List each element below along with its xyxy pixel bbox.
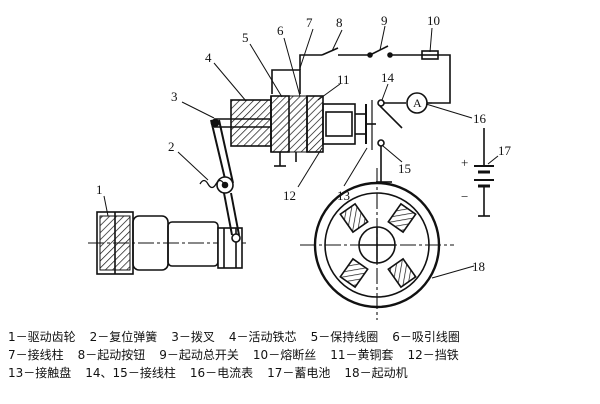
solenoid: [230, 95, 356, 167]
callout-15: 15: [398, 161, 411, 176]
callout-14: 14: [381, 70, 394, 85]
legend-item: 18－起动机: [344, 365, 408, 380]
battery-minus-sign: −: [461, 189, 469, 204]
legend-item: 14、15－接线柱: [85, 365, 176, 380]
legend-item: 10－熔断丝: [252, 347, 317, 362]
callout-8: 8: [336, 15, 343, 30]
legend-item: 9－起动总开关: [159, 347, 239, 362]
battery: [474, 128, 494, 217]
callout-10: 10: [427, 13, 440, 28]
shift-fork: [210, 119, 241, 243]
callout-16: 16: [473, 111, 486, 126]
legend-item: 17－蓄电池: [267, 365, 331, 380]
legend-item: 8－起动按钮: [77, 347, 146, 362]
legend-item: 3－拨叉: [171, 329, 215, 344]
control-wiring: [299, 45, 451, 104]
legend-item: 2－复位弹簧: [89, 329, 158, 344]
legend-item: 11－黄铜套: [330, 347, 394, 362]
callout-4: 4: [205, 50, 212, 65]
callout-6: 6: [277, 23, 284, 38]
legend-item: 7－接线柱: [8, 347, 64, 362]
legend-row: 7－接线柱 8－起动按钮 9－起动总开关 10－熔断丝 11－黄铜套 12－挡铁: [8, 345, 598, 363]
legend-row: 13－接触盘 14、15－接线柱 16－电流表 17－蓄电池 18－起动机: [8, 363, 598, 381]
legend-row: 1－驱动齿轮 2－复位弹簧 3－拨叉 4－活动铁芯 5－保持线圈 6－吸引线圈: [8, 327, 598, 345]
parts-legend: 1－驱动齿轮 2－复位弹簧 3－拨叉 4－活动铁芯 5－保持线圈 6－吸引线圈 …: [8, 327, 598, 381]
leader-lines: [103, 25, 499, 279]
callout-17: 17: [498, 143, 511, 158]
legend-item: 16－电流表: [189, 365, 254, 380]
legend-item: 5－保持线圈: [310, 329, 379, 344]
legend-item: 12－挡铁: [407, 347, 459, 362]
callout-1: 1: [96, 182, 103, 197]
return-spring: [199, 179, 225, 189]
callout-3: 3: [171, 89, 178, 104]
callout-7: 7: [306, 15, 313, 30]
legend-item: 6－吸引线圈: [392, 329, 460, 344]
callout-12: 12: [283, 188, 296, 203]
battery-plus-sign: +: [461, 155, 469, 170]
callout-18: 18: [472, 259, 485, 274]
callout-11: 11: [337, 72, 350, 87]
legend-item: 1－驱动齿轮: [8, 329, 76, 344]
contact-disc-assembly: [355, 100, 376, 150]
starter-circuit-diagram: [88, 25, 499, 320]
callout-2: 2: [168, 139, 175, 154]
starter-motor: [300, 168, 454, 320]
callout-13: 13: [337, 188, 350, 203]
legend-item: 4－活动铁芯: [228, 329, 297, 344]
legend-item: 13－接触盘: [8, 365, 72, 380]
callout-5: 5: [242, 30, 249, 45]
callout-9: 9: [381, 13, 388, 28]
terminal-post: [271, 60, 301, 94]
ammeter-symbol: A: [413, 96, 422, 110]
